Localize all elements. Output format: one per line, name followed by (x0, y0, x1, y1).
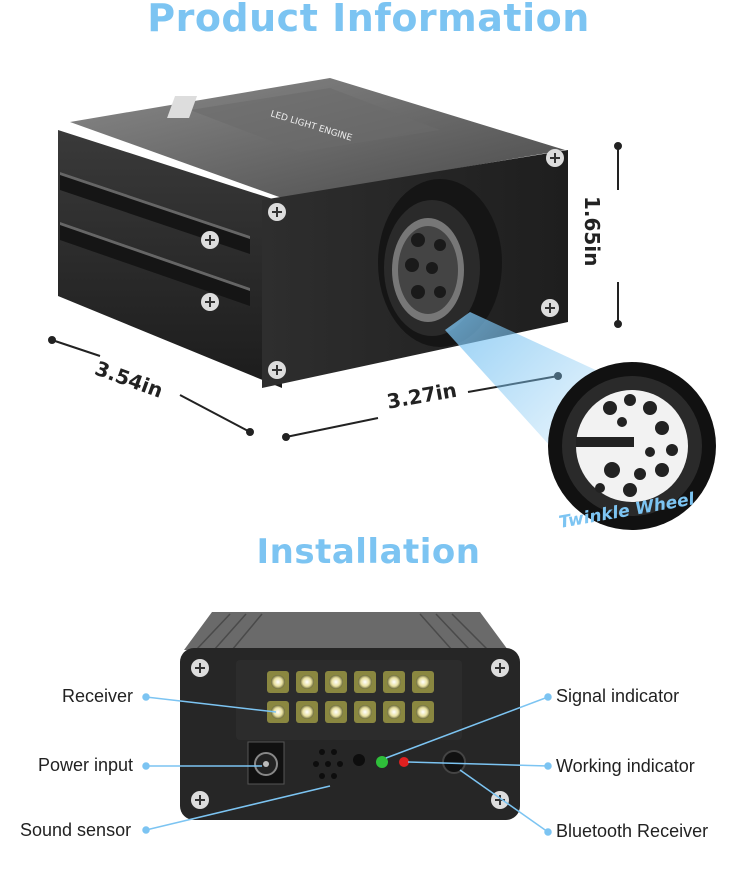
led-lens-icon (329, 705, 343, 719)
twinkle-wheel-icon (548, 362, 716, 530)
receiver-led-grid (267, 671, 434, 723)
product-box: LED LIGHT ENGINE (58, 78, 568, 388)
led-lens-icon (416, 675, 430, 689)
led-lens-icon (358, 705, 372, 719)
screw-icon (201, 149, 564, 379)
device-front-panel (180, 612, 520, 820)
callout-power-input: Power input (38, 755, 134, 775)
height-dimension-label: 1.65in (580, 196, 604, 267)
callout-working-indicator: Working indicator (556, 756, 695, 776)
callout-sound-sensor: Sound sensor (20, 820, 132, 840)
led-lens-icon (271, 675, 285, 689)
power-input-jack (247, 741, 285, 785)
led-lens-icon (387, 675, 401, 689)
led-lens-icon (271, 705, 285, 719)
aux-hole (353, 754, 365, 766)
callout-signal-indicator: Signal indicator (556, 686, 680, 706)
led-lens-icon (416, 705, 430, 719)
led-lens-icon (358, 675, 372, 689)
signal-indicator-led (376, 756, 388, 768)
working-indicator-led (399, 757, 409, 767)
callout-bluetooth-receiver: Bluetooth Receiver (556, 821, 709, 841)
led-lens-icon (387, 705, 401, 719)
led-lens-icon (300, 675, 314, 689)
product-information-heading: Product Information (147, 0, 590, 40)
sound-sensor-icon (313, 749, 343, 779)
callout-lines (142, 693, 552, 836)
led-lens-icon (300, 705, 314, 719)
callout-receiver: Receiver (62, 686, 134, 706)
led-lens-icon (329, 675, 343, 689)
bluetooth-receiver-button (442, 750, 466, 774)
installation-heading: Installation (256, 532, 481, 572)
